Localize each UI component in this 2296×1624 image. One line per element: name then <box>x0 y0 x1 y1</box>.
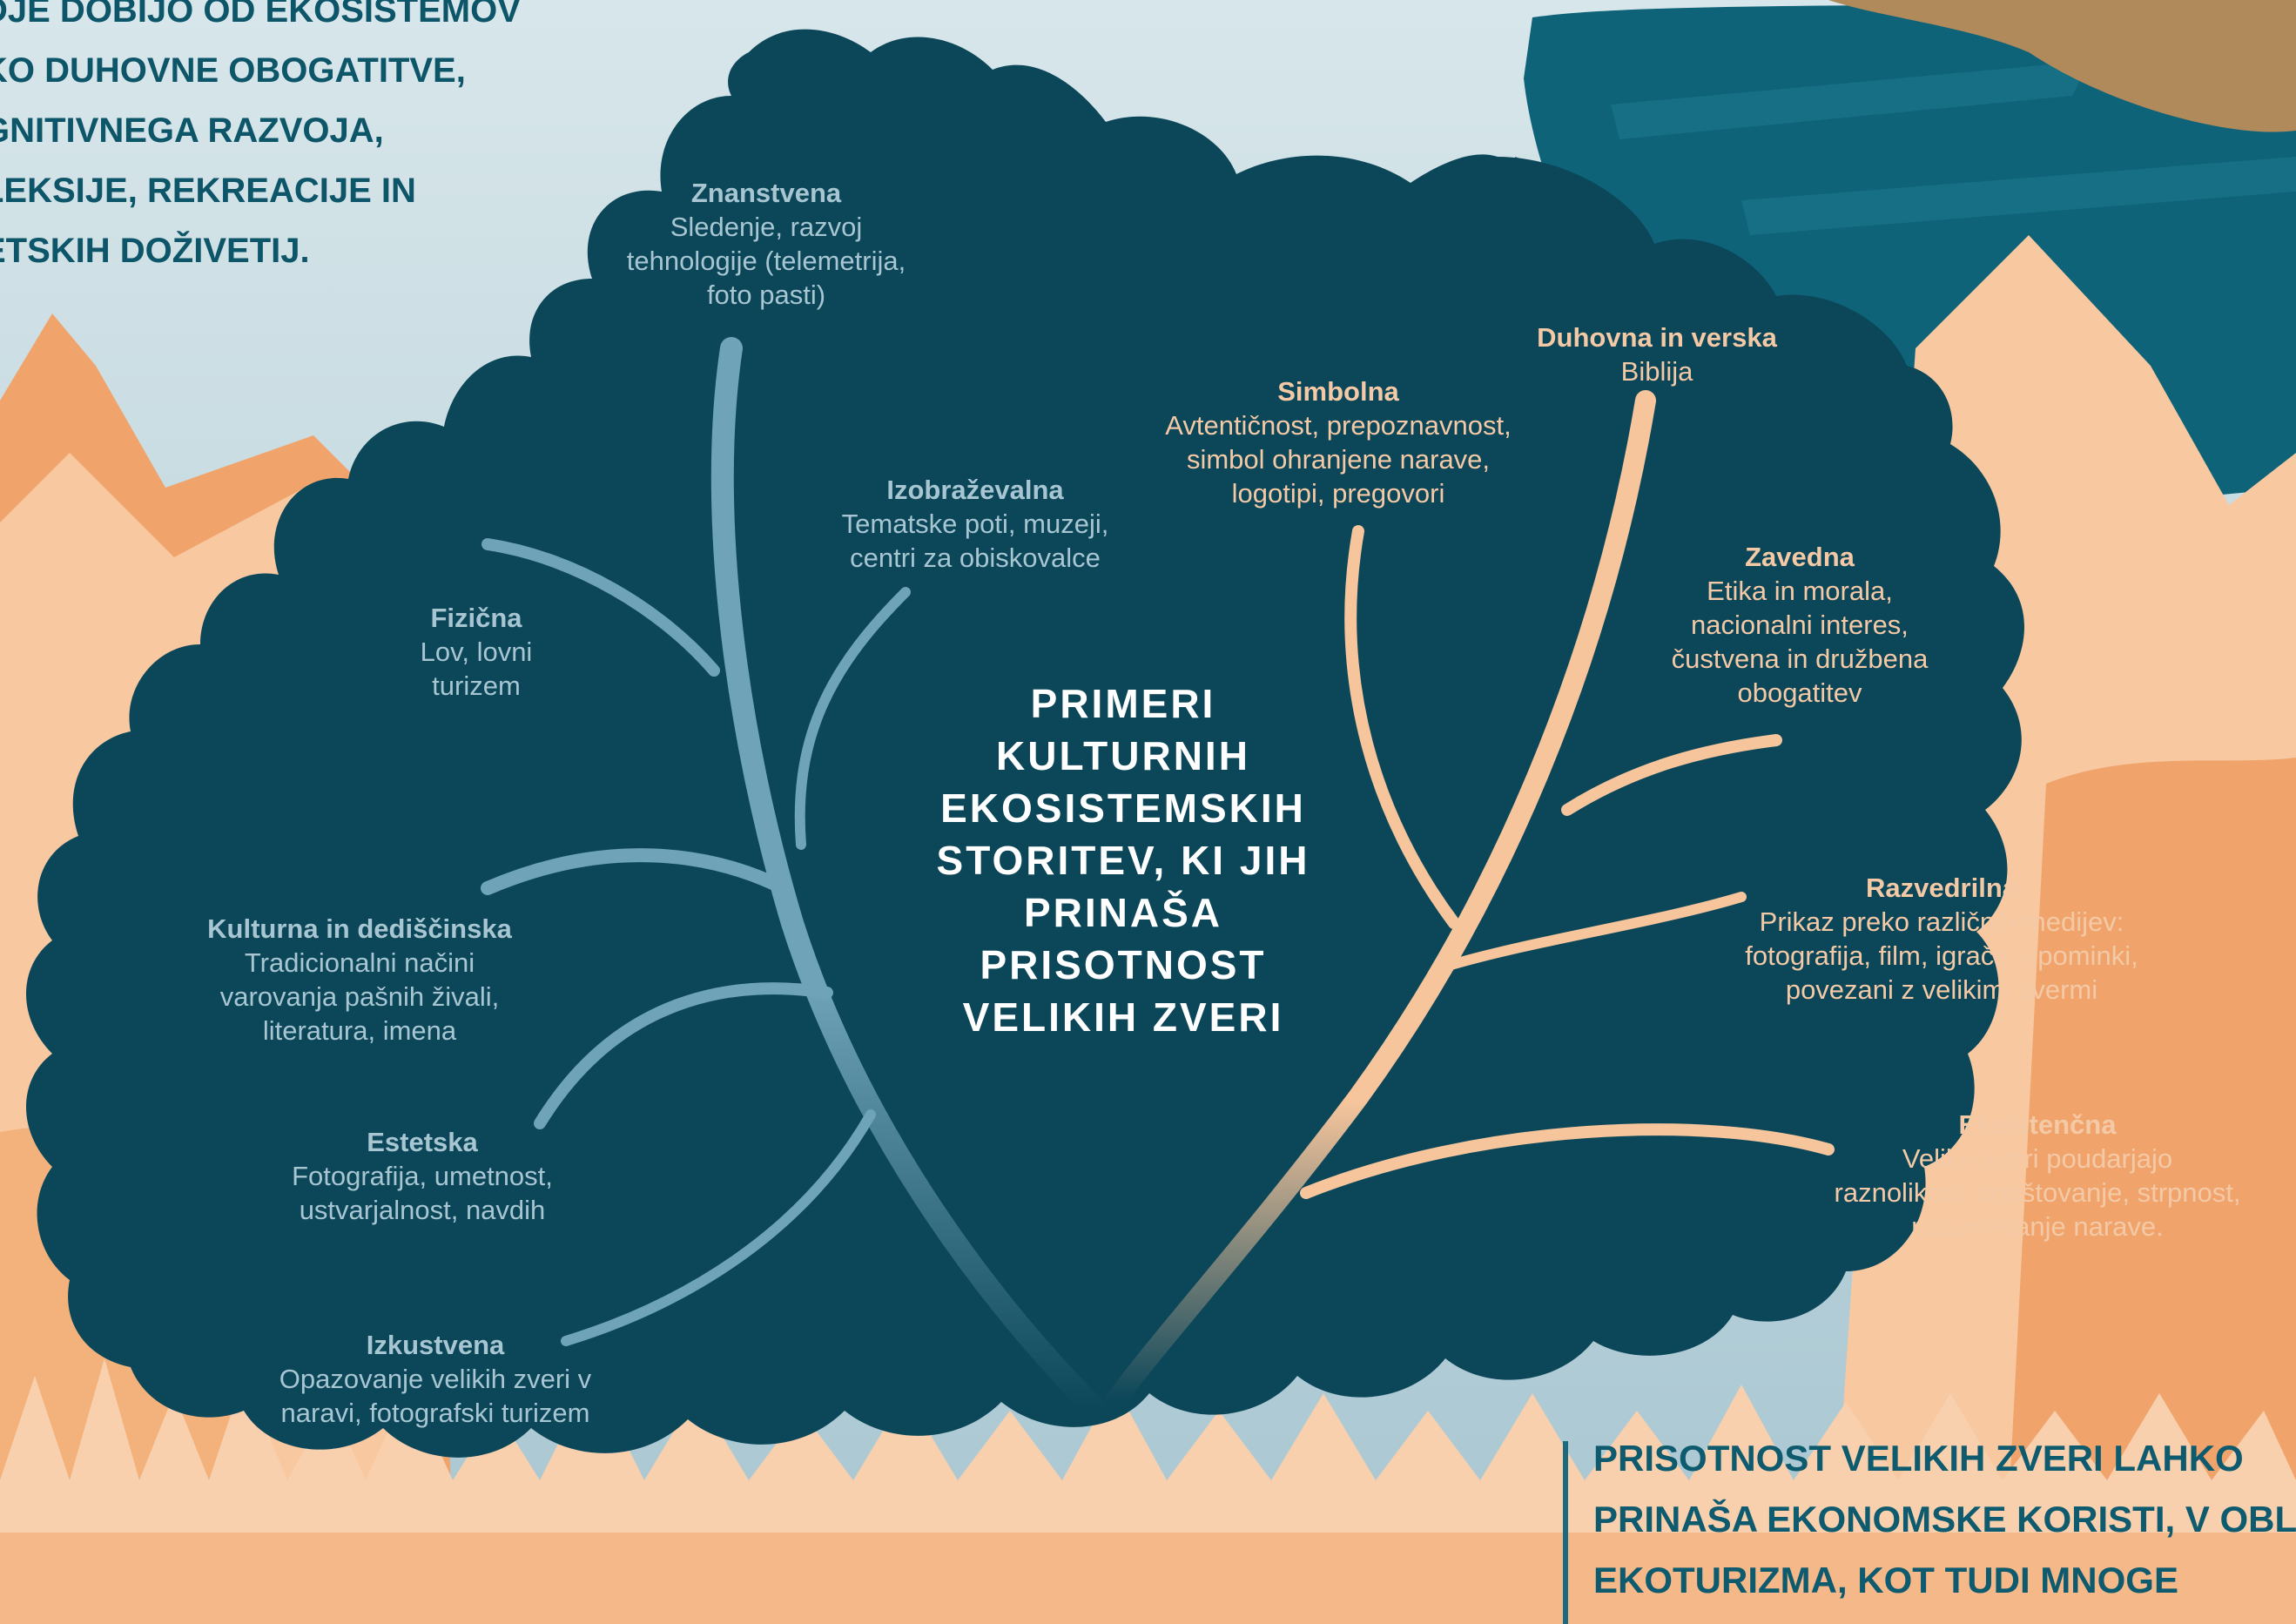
center-title-line: EKOSISTEMSKIH <box>940 785 1306 831</box>
header-top-text: DJE DOBIJO OD EKOSISTEMOV KO DUHOVNE OBO… <box>0 0 609 281</box>
category-title: Duhovna in verska <box>1537 322 1777 353</box>
category-description: Sledenje, razvoj tehnologije (telemetrij… <box>626 212 906 310</box>
category-title: Eksistenčna <box>1958 1109 2117 1140</box>
category-estetska: Estetska Fotografija, umetnost, ustvarja… <box>248 1125 596 1227</box>
header-top-line: GNITIVNEGA RAZVOJA, <box>0 111 384 150</box>
center-title-line: STORITEV, KI JIH <box>936 838 1310 883</box>
tree-canopy <box>26 29 2024 1458</box>
category-description: Velike zveri poudarjajo raznolikost, spo… <box>1834 1143 2241 1242</box>
category-title: Izobraževalna <box>886 475 1064 505</box>
header-top-line: DJE DOBIJO OD EKOSISTEMOV <box>0 0 521 30</box>
header-bottom-text: PRISOTNOST VELIKIH ZVERI LAHKO PRINAŠA E… <box>1593 1428 2296 1611</box>
category-kulturna-in-dediscinska: Kulturna in dediščinska Tradicionalni na… <box>185 912 534 1048</box>
category-description: Prikaz preko različnih medijev: fotograf… <box>1745 906 2138 1005</box>
category-eksistencna: Eksistenčna Velike zveri poudarjajo razn… <box>1811 1108 2264 1243</box>
category-duhovna-in-verska: Duhovna in verska Biblija <box>1483 320 1831 388</box>
category-razvedrilna: Razvedrilna Prikaz preko različnih medij… <box>1715 871 2168 1007</box>
category-title: Fizična <box>430 603 522 633</box>
category-title: Kulturna in dediščinska <box>207 913 512 944</box>
category-title: Zavedna <box>1745 542 1855 572</box>
category-description: Opazovanje velikih zveri v naravi, fotog… <box>279 1364 592 1428</box>
category-izobrazevalna: Izobraževalna Tematske poti, muzeji, cen… <box>801 473 1149 575</box>
category-description: Fotografija, umetnost, ustvarjalnost, na… <box>292 1161 553 1225</box>
center-title-line: PRIMERI <box>1030 681 1216 726</box>
center-title-line: PRINAŠA <box>1023 890 1223 935</box>
category-title: Razvedrilna <box>1865 873 2017 903</box>
category-simbolna: Simbolna Avtentičnost, prepoznavnost, si… <box>1138 374 1539 510</box>
center-title-line: PRISOTNOST <box>980 942 1267 987</box>
center-title: PRIMERI KULTURNIH EKOSISTEMSKIH STORITEV… <box>897 677 1350 1043</box>
category-znanstvena: Znanstvena Sledenje, razvoj tehnologije … <box>592 176 940 312</box>
category-description: Etika in morala, nacionalni interes, čus… <box>1671 576 1929 708</box>
category-description: Tradicionalni načini varovanja pašnih ži… <box>219 947 500 1046</box>
left-branches <box>481 337 1108 1422</box>
category-title: Estetska <box>367 1127 478 1157</box>
center-title-line: VELIKIH ZVERI <box>962 994 1284 1040</box>
category-title: Znanstvena <box>690 178 842 208</box>
category-description: Lov, lovni turizem <box>420 637 533 701</box>
center-title-line: KULTURNIH <box>996 733 1250 778</box>
animal-fur <box>1828 0 2296 132</box>
header-top-line: LEKSIJE, REKREACIJE IN <box>0 172 416 210</box>
header-bottom-line: EKOTURIZMA, KOT TUDI MNOGE <box>1593 1560 2178 1600</box>
category-description: Biblija <box>1620 356 1693 387</box>
header-bottom-line: PRISOTNOST VELIKIH ZVERI LAHKO <box>1593 1438 2244 1479</box>
category-title: Simbolna <box>1277 376 1399 407</box>
category-title: Izkustvena <box>366 1330 505 1360</box>
accent-bar <box>1563 1441 1568 1624</box>
category-fizicna: Fizična Lov, lovni turizem <box>346 601 607 703</box>
category-description: Avtentičnost, prepoznavnost, simbol ohra… <box>1165 410 1512 509</box>
right-branches <box>1104 390 1835 1412</box>
category-izkustvena: Izkustvena Opazovanje velikih zveri v na… <box>244 1328 627 1430</box>
header-top-line: ETSKIH DOŽIVETIJ. <box>0 232 310 270</box>
category-zavedna: Zavedna Etika in morala, nacionalni inte… <box>1626 540 1974 710</box>
header-top-line: KO DUHOVNE OBOGATITVE, <box>0 51 466 90</box>
header-bottom-line: PRINAŠA EKONOMSKE KORISTI, V OBLI <box>1593 1499 2296 1540</box>
category-description: Tematske poti, muzeji, centri za obiskov… <box>841 509 1109 573</box>
